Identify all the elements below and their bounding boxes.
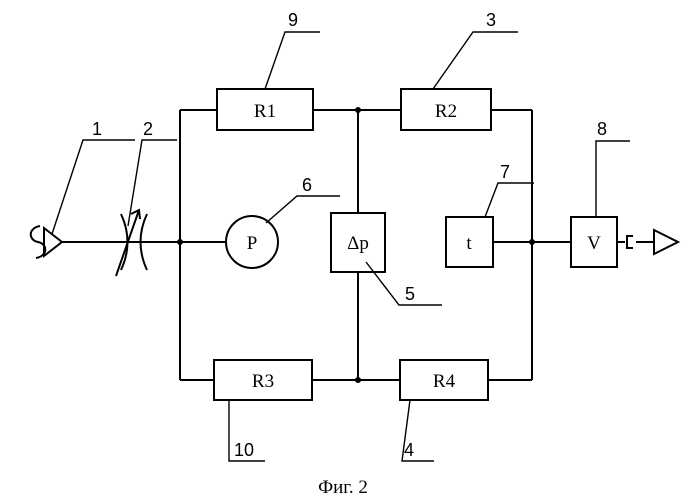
callout-1: 1 (92, 119, 102, 139)
block-r1: R1 (217, 89, 313, 130)
leader-8 (596, 141, 630, 217)
block-r2-label: R2 (435, 101, 457, 122)
temperature-label: t (466, 233, 472, 254)
callout-4: 4 (404, 440, 414, 460)
block-r3-label: R3 (252, 371, 274, 392)
callout-3: 3 (486, 10, 496, 30)
leader-9 (265, 32, 320, 89)
differential-pressure-label: Δp (347, 233, 369, 254)
block-r4: R4 (400, 360, 488, 400)
junction-bottom (355, 377, 361, 383)
callout-5: 5 (405, 284, 415, 304)
output-coupling (627, 236, 633, 248)
block-r1-label: R1 (254, 101, 276, 122)
block-r4-label: R4 (433, 371, 456, 392)
callout-6: 6 (302, 175, 312, 195)
junction-right (529, 239, 535, 245)
leader-7 (485, 183, 534, 217)
volume-label: V (587, 233, 601, 254)
block-r2: R2 (401, 89, 491, 130)
callout-10: 10 (234, 440, 254, 460)
leader-6 (266, 196, 340, 223)
junction-left (177, 239, 183, 245)
pressure-gauge-label: P (247, 233, 258, 254)
differential-pressure-block: Δp (331, 213, 385, 272)
input-source (31, 226, 62, 258)
pressure-gauge: P (226, 216, 278, 268)
callout-9: 9 (288, 10, 298, 30)
block-r3: R3 (214, 360, 312, 400)
volume-block: V (571, 217, 617, 267)
callout-8: 8 (597, 119, 607, 139)
leader-3 (433, 32, 518, 89)
temperature-block: t (446, 217, 493, 267)
junction-top (355, 107, 361, 113)
leader-2 (128, 140, 177, 226)
callout-2: 2 (143, 119, 153, 139)
figure-caption: Фиг. 2 (318, 477, 368, 498)
callout-7: 7 (500, 162, 510, 182)
output-arrow-icon (654, 230, 678, 254)
